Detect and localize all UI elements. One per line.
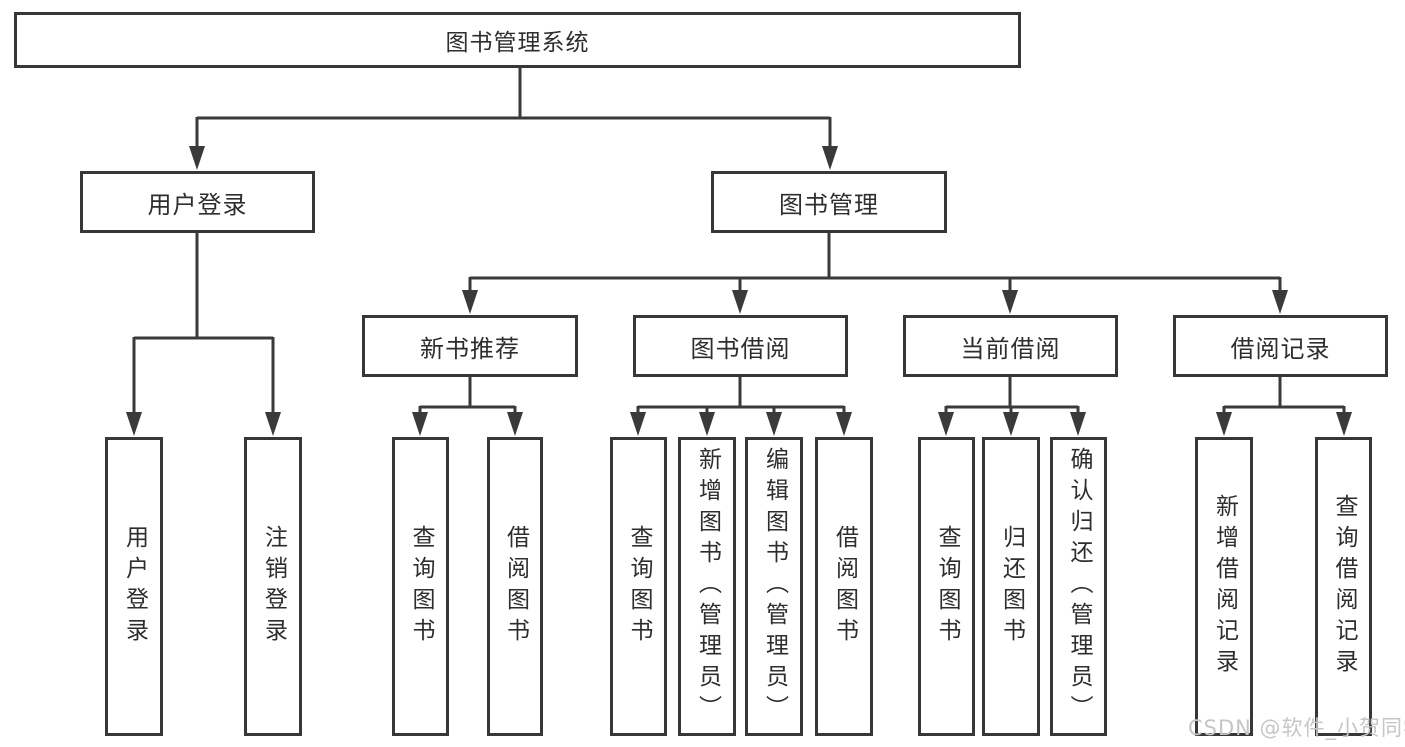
arrow-icon xyxy=(822,146,838,170)
arrow-icon xyxy=(630,412,646,436)
leaf-label: 归还图书 xyxy=(998,524,1025,649)
arrow-icon xyxy=(699,412,715,436)
arrow-icon xyxy=(189,146,205,170)
edge-book-borrow-to-children xyxy=(636,375,846,415)
leaf-label: 查询图书 xyxy=(934,524,960,649)
arrow-icon xyxy=(1003,412,1019,436)
leaf-add-books-admin: 新增图书（管理员） xyxy=(678,437,736,736)
edge-current-borrow-to-children xyxy=(944,375,1080,415)
arrow-icon xyxy=(1216,412,1232,436)
leaf-label: 注销登录 xyxy=(260,524,287,649)
leaf-borrow-books-recommend: 借阅图书 xyxy=(487,437,543,736)
leaf-borrow-books: 借阅图书 xyxy=(815,437,873,736)
arrow-icon xyxy=(1336,412,1352,436)
arrow-icon xyxy=(766,412,782,436)
arrow-icon xyxy=(732,290,748,314)
leaf-return-books: 归还图书 xyxy=(982,437,1040,736)
leaf-label: 借阅图书 xyxy=(831,524,858,649)
edge-borrow-records-to-children xyxy=(1222,375,1346,415)
leaf-label: 确认归还（管理员） xyxy=(1066,447,1092,726)
node-user-login: 用户登录 xyxy=(80,171,315,233)
edge-root-to-level2 xyxy=(195,66,832,150)
leaf-logout-login: 注销登录 xyxy=(244,437,302,736)
leaf-query-books-recommend: 查询图书 xyxy=(392,437,449,736)
leaf-confirm-return-admin: 确认归还（管理员） xyxy=(1050,437,1107,736)
arrow-icon xyxy=(462,290,478,314)
leaf-edit-books-admin: 编辑图书（管理员） xyxy=(745,437,803,736)
node-current-borrow: 当前借阅 xyxy=(903,315,1118,377)
arrowheads xyxy=(126,146,1352,436)
arrow-icon xyxy=(507,412,523,436)
node-library-management-system: 图书管理系统 xyxy=(14,12,1021,68)
leaf-query-borrow-record: 查询借阅记录 xyxy=(1315,437,1372,736)
leaf-label: 新增借阅记录 xyxy=(1211,493,1238,680)
edge-book-management-to-level3 xyxy=(468,231,1282,293)
leaf-label: 用户登录 xyxy=(121,524,148,649)
arrow-icon xyxy=(265,412,281,436)
node-borrow-records: 借阅记录 xyxy=(1173,315,1388,377)
arrow-icon xyxy=(1272,290,1288,314)
leaf-label: 借阅图书 xyxy=(502,524,529,649)
edge-user-login-to-children xyxy=(132,231,275,416)
leaf-label: 新增图书（管理员） xyxy=(694,447,721,726)
arrow-icon xyxy=(1070,412,1086,436)
leaf-label: 查询借阅记录 xyxy=(1331,493,1357,680)
leaf-query-books-current: 查询图书 xyxy=(918,437,975,736)
arrow-icon xyxy=(836,412,852,436)
edge-new-book-recommend-to-children xyxy=(418,375,517,415)
node-book-borrow: 图书借阅 xyxy=(633,315,848,377)
arrow-icon xyxy=(1002,290,1018,314)
leaf-query-books-borrow: 查询图书 xyxy=(610,437,667,736)
leaf-label: 查询图书 xyxy=(408,524,434,649)
leaf-user-login: 用户登录 xyxy=(105,437,163,736)
leaf-label: 查询图书 xyxy=(626,524,652,649)
leaf-add-borrow-record: 新增借阅记录 xyxy=(1195,437,1253,736)
node-new-book-recommend: 新书推荐 xyxy=(362,315,578,377)
arrow-icon xyxy=(412,412,428,436)
csdn-watermark: CSDN @软件_小贺同学 xyxy=(1188,716,1405,740)
arrow-icon xyxy=(126,412,142,436)
leaf-label: 编辑图书（管理员） xyxy=(761,447,788,726)
node-book-management: 图书管理 xyxy=(711,171,947,233)
arrow-icon xyxy=(938,412,954,436)
